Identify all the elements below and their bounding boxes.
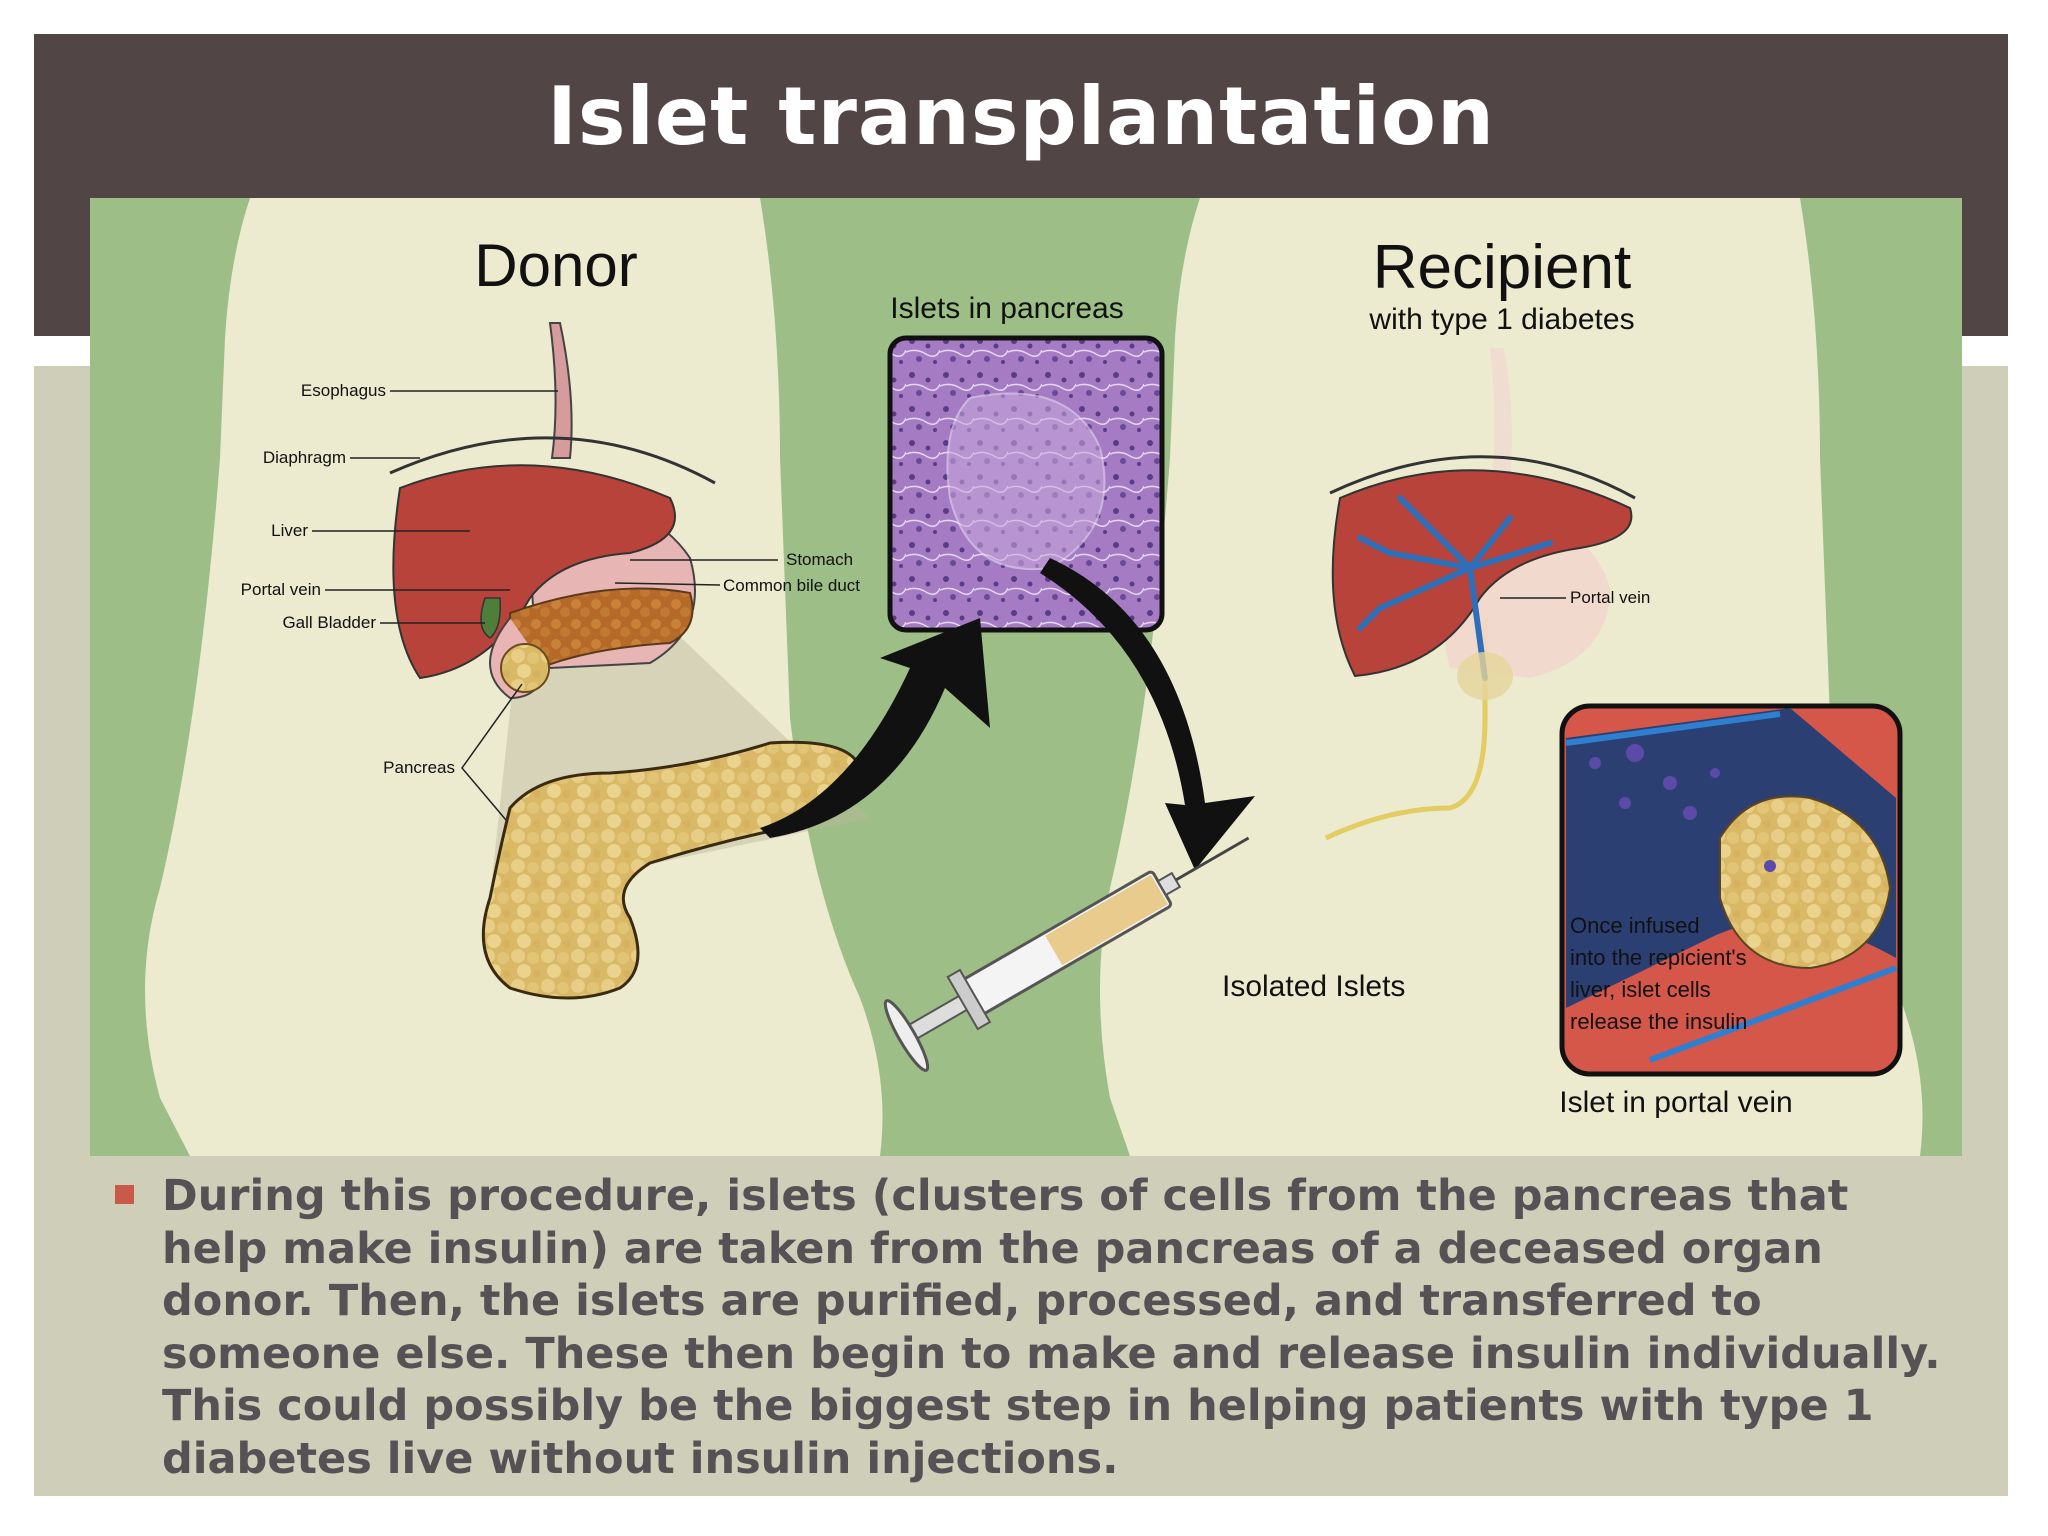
infusion-line [1324,618,1488,841]
inset-caption-line-4: release the insulin [1570,1009,1747,1034]
islet-in-portal-vein-label: Islet in portal vein [1559,1086,1792,1119]
portal-vein-inset [1559,703,1903,1077]
recipient-diaphragm [1329,455,1636,500]
recipient-pancreas-faded [1457,652,1513,700]
donor-liver [392,464,676,680]
bullet-text: During this procedure, islets (clusters … [162,1171,1941,1484]
islets-in-pancreas-label: Islets in pancreas [890,292,1123,325]
arrow-pancreas-to-micrograph [760,618,990,838]
label-pancreas: Pancreas [383,758,455,777]
inset-caption-line-2: into the repicient's [1570,945,1747,970]
recipient-portal-vein-branches [1357,495,1553,681]
donor-gall-bladder [480,597,502,639]
recipient-esophagus [1490,348,1512,478]
label-gall-bladder: Gall Bladder [282,613,376,632]
recipient-subheading: with type 1 diabetes [1368,303,1634,336]
arrow-micrograph-to-syringe [1040,558,1255,870]
bullet-marker [115,1185,134,1204]
inset-caption-line-3: liver, islet cells [1570,977,1711,1002]
donor-diaphragm [389,436,716,485]
inset-islet-cluster [1719,795,1892,970]
label-portal-vein: Portal vein [241,580,321,599]
leader-common-bile-duct [614,582,721,586]
syringe [883,836,1250,1072]
inset-caption-line-1: Once infused [1570,913,1700,938]
removed-pancreas [481,740,862,1000]
islet-transplant-illustration: Donor Esophagus Diaphragm Liver Portal v… [90,198,1962,1156]
slide-title: Islet transplantation [547,70,1495,163]
donor-pancreas-head [500,643,550,693]
micrograph-islet-outline [946,392,1106,571]
inset-caption: Once infused into the repicient's liver,… [1570,913,1753,1034]
label-stomach: Stomach [786,550,853,569]
donor-heading: Donor [474,232,637,299]
donor-esophagus [548,322,573,459]
recipient-liver [1331,469,1633,678]
label-esophagus: Esophagus [301,381,386,400]
label-liver: Liver [271,521,308,540]
label-common-bile-duct: Common bile duct [723,576,860,595]
label-diaphragm: Diaphragm [263,448,346,467]
recipient-heading: Recipient [1373,233,1631,302]
label-recipient-portal-vein: Portal vein [1570,588,1650,607]
isolated-islets-label: Isolated Islets [1222,970,1405,1003]
